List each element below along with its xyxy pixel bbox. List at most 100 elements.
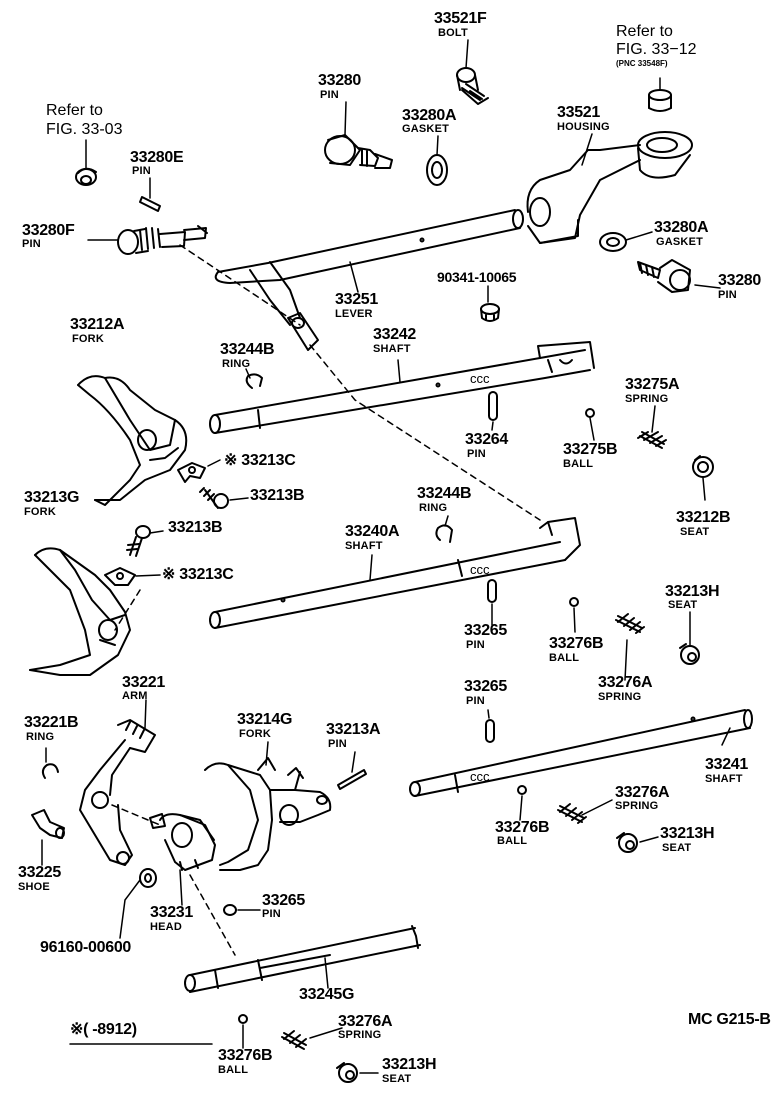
part-33212A-number[interactable]: 33212A [70,316,125,333]
part-33244B-upper-number[interactable]: 33244B [220,341,275,358]
part-33275A-number[interactable]: 33275A [625,376,680,393]
pin-33265-a-part [487,579,497,603]
footnote-text: ※( -8912) [70,1021,137,1038]
part-33213A-number[interactable]: 33213A [326,721,381,738]
part-33265-b-name: PIN [466,695,485,707]
ref-fig-33-12-line2[interactable]: FIG. 33−12 [616,41,697,58]
part-90341-10065-number[interactable]: 90341-10065 [437,269,517,285]
part-33245G-number[interactable]: 33245G [299,986,355,1003]
part-33212B-name: SEAT [680,526,710,538]
part-33213H-middle-number[interactable]: 33213H [660,825,715,842]
part-33213A-name: PIN [328,738,347,750]
part-33225-number[interactable]: 33225 [18,864,61,881]
lock-plate-33213C-upper-part [177,462,206,483]
part-33214G-name: FORK [239,728,271,740]
ref-fig-33-12-line1: Refer to [616,23,673,40]
seat-33213H-a-part [679,643,700,665]
fork-33214G-part [204,757,332,871]
shaft-33241-part: ccc [409,709,753,797]
part-33265-c-number[interactable]: 33265 [262,892,305,909]
part-33213C-lower-text: 33213C [179,566,234,583]
part-33221-name: ARM [122,690,148,702]
part-33241-number[interactable]: 33241 [705,756,748,773]
ball-33276B-a-part [569,597,579,607]
part-33276B-a-number[interactable]: 33276B [549,635,604,652]
part-33280-top-number[interactable]: 33280 [318,72,361,89]
ref-fig-33-03-line1: Refer to [46,102,103,119]
part-33242-number[interactable]: 33242 [373,326,416,343]
part-33275A-name: SPRING [625,393,669,405]
part-33213H-upper-number[interactable]: 33213H [665,583,720,600]
pin-33280E-part [139,196,161,212]
part-33244B-lower-number[interactable]: 33244B [417,485,472,502]
pin-33280F-part [117,225,208,255]
part-33265-b-number[interactable]: 33265 [464,678,507,695]
asterisk-mark: ※ [224,452,238,469]
part-33276A-a-number[interactable]: 33276A [598,674,653,691]
ball-33276B-b-part [517,785,527,795]
part-33265-a-number[interactable]: 33265 [464,622,507,639]
part-33280F-number[interactable]: 33280F [22,222,75,239]
part-33213B-lower-number[interactable]: 33213B [168,519,223,536]
spring-33276A-b-part [557,803,587,824]
part-33225-name: SHOE [18,881,50,893]
part-33213C-upper-text: 33213C [241,452,296,469]
figure-code: MC G215-B [688,1011,771,1028]
part-33213H-lower-number[interactable]: 33213H [382,1056,437,1073]
part-33276A-b-number[interactable]: 33276A [615,784,670,801]
part-33275B-name: BALL [563,458,594,470]
part-33265-c-name: PIN [262,908,281,920]
arm-33221-part [79,719,156,866]
part-33242-name: SHAFT [373,343,411,355]
ring-33244B-lower-part [435,524,453,543]
seat-33212B-part [692,455,714,478]
part-33213C-upper-number[interactable]: ※ 33213C [224,453,296,469]
svg-text:ccc: ccc [470,371,490,386]
part-33521F-number[interactable]: 33521F [434,10,487,27]
part-33231-number[interactable]: 33231 [150,904,193,921]
pin-33280-right-part [637,259,691,293]
part-33221B-name: RING [26,731,55,743]
part-33240A-name: SHAFT [345,540,383,552]
pin-33213A-part [337,769,367,790]
part-33276B-b-number[interactable]: 33276B [495,819,550,836]
part-33276B-c-name: BALL [218,1064,249,1076]
svg-text:ccc: ccc [470,769,490,784]
part-33221-number[interactable]: 33221 [122,674,165,691]
part-33280A-top-name: GASKET [402,123,450,135]
part-33280A-right-number[interactable]: 33280A [654,219,709,236]
part-33521-number[interactable]: 33521 [557,104,600,121]
part-33213H-upper-name: SEAT [668,599,698,611]
alignment-lines [111,244,541,956]
seat-33213H-b-part [616,832,638,853]
housing-33521-part [526,131,693,244]
part-33212A-name: FORK [72,333,104,345]
cap-part [75,167,97,186]
ring-33244B-upper-part [245,373,263,389]
part-33280A-right-name: GASKET [656,236,704,248]
part-33213B-upper-number[interactable]: 33213B [250,487,305,504]
shaft-33242-part: ccc [209,341,595,434]
part-33231-name: HEAD [150,921,182,933]
part-33276A-c-name: SPRING [338,1029,382,1041]
part-33280A-top-number[interactable]: 33280A [402,107,457,124]
part-96160-00600-number[interactable]: 96160-00600 [40,939,132,956]
part-33213C-lower-number[interactable]: ※ 33213C [162,567,234,583]
part-33264-number[interactable]: 33264 [465,431,508,448]
part-33240A-number[interactable]: 33240A [345,523,400,540]
part-33212B-number[interactable]: 33212B [676,509,731,526]
ref-fig-33-03-line2[interactable]: FIG. 33-03 [46,121,123,138]
fork-33212A-part [77,375,188,506]
ball-33276B-c-part [238,1014,248,1024]
part-33214G-number[interactable]: 33214G [237,711,293,728]
part-33275B-number[interactable]: 33275B [563,441,618,458]
part-33276A-c-number[interactable]: 33276A [338,1013,393,1030]
part-33251-number[interactable]: 33251 [335,291,378,308]
part-33280E-number[interactable]: 33280E [130,149,184,166]
part-33213G-number[interactable]: 33213G [24,489,80,506]
part-33221B-number[interactable]: 33221B [24,714,79,731]
part-33280-right-number[interactable]: 33280 [718,272,761,289]
washer-96160-part [139,868,157,888]
part-33276B-c-number[interactable]: 33276B [218,1047,273,1064]
